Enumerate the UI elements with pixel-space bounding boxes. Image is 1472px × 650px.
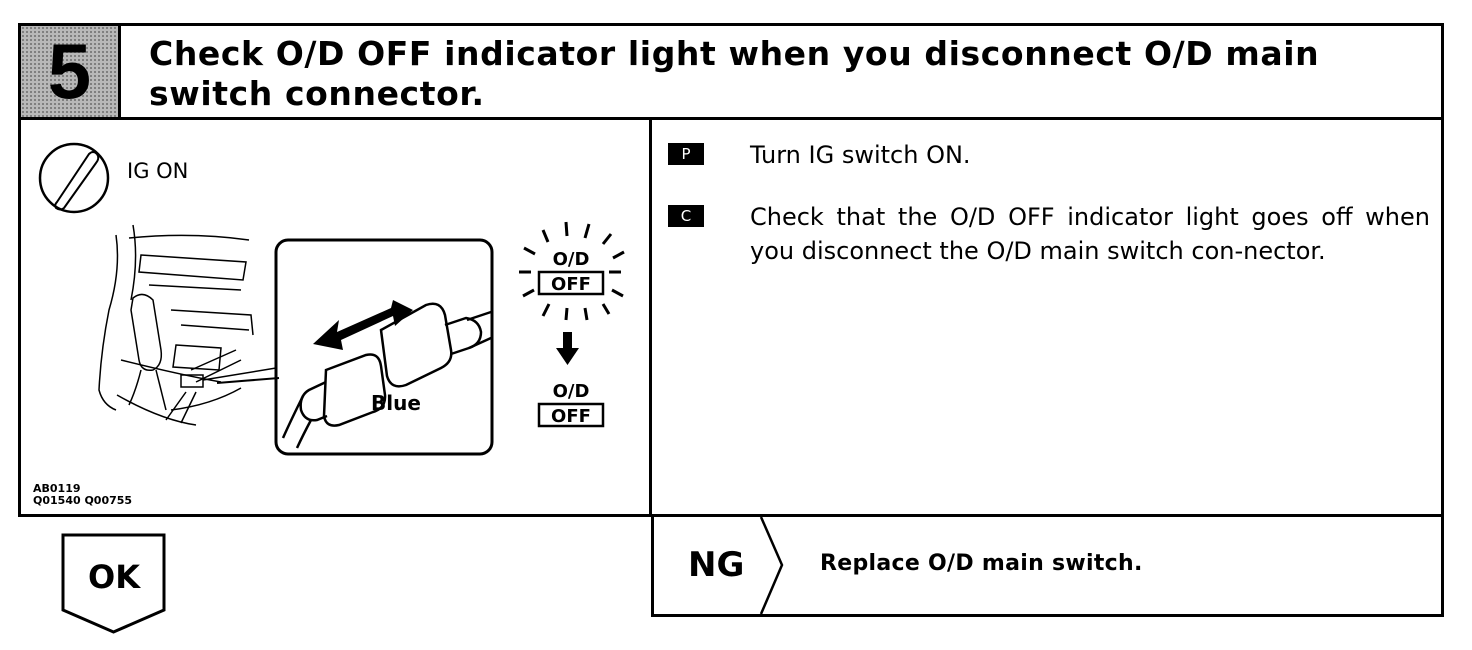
indicator-off-bottom: OFF [551, 406, 591, 427]
step-title-line1: Check O/D OFF indicator light when you d… [149, 34, 1320, 73]
procedure-tag-p: P [668, 143, 704, 165]
procedure-step-c: C Check that the O/D OFF indicator light… [668, 200, 1430, 268]
disconnect-arrow-icon [313, 300, 413, 350]
illustration-panel: IG ON [21, 120, 652, 517]
figure-code-2: Q01540 Q00755 [33, 494, 133, 507]
procedure-tag-c: C [668, 205, 704, 227]
indicator-lit-top: O/D [553, 249, 590, 270]
indicator-off-icon: O/D OFF [537, 381, 605, 428]
step-number-box [21, 26, 121, 117]
figure-code-1: AB0119 [33, 482, 81, 495]
ng-result-box: NG Replace O/D main switch. [651, 517, 1444, 617]
procedure-panel: P Turn IG switch ON. C Check that the O/… [652, 120, 1441, 517]
diagnostic-step-frame: 5 Check O/D OFF indicator light when you… [18, 23, 1444, 517]
procedure-text-c: Check that the O/D OFF indicator light g… [750, 203, 1430, 265]
ok-label: OK [88, 558, 140, 596]
step-title: Check O/D OFF indicator light when you d… [149, 34, 1409, 114]
indicator-lit-icon: O/D OFF [519, 221, 625, 321]
connector-color-label: Blue [371, 391, 421, 415]
ng-label: NG [688, 545, 745, 585]
down-arrow-icon [556, 332, 579, 365]
connector-zoom-inset [274, 238, 494, 456]
connector-illustration: IG ON [38, 142, 625, 456]
center-console-sketch [98, 224, 277, 426]
leader-line [216, 377, 280, 384]
step-title-line2: switch connector. [149, 74, 485, 113]
step-number: 5 [47, 27, 92, 115]
indicator-lit-bottom: OFF [551, 274, 591, 295]
step-header: 5 Check O/D OFF indicator light when you… [21, 26, 1441, 120]
ig-on-label: IG ON [127, 159, 188, 183]
ignition-key-icon [38, 142, 110, 214]
ok-result-box [61, 533, 166, 634]
procedure-text-p: Turn IG switch ON. [750, 141, 971, 169]
ng-action-text: Replace O/D main switch. [820, 551, 1143, 576]
connector-halves [281, 302, 492, 449]
ng-arrow-divider [759, 517, 784, 614]
indicator-off-top: O/D [553, 381, 590, 402]
procedure-step-p: P Turn IG switch ON. [668, 138, 1430, 172]
